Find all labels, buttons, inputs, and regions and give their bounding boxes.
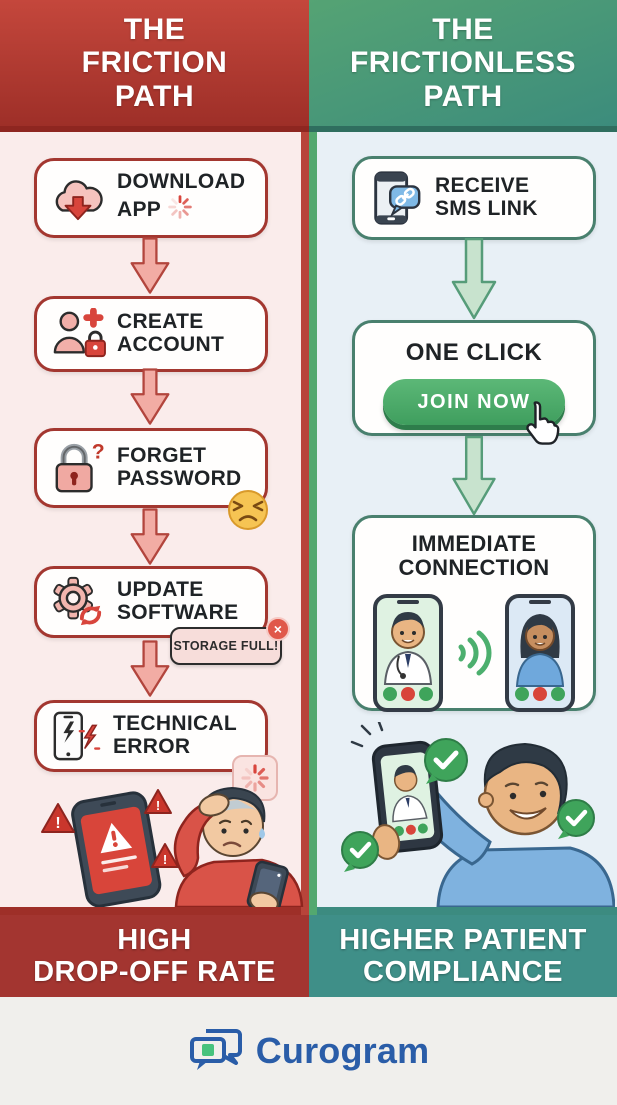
doctor-avatar [383, 612, 433, 702]
desk-edge-left [0, 907, 301, 915]
warning-triangle-icon: ! [144, 789, 172, 814]
step-label: DOWNLOAD APP [117, 169, 246, 226]
lock-question-icon: ? [49, 441, 107, 495]
down-arrow-red [130, 640, 170, 697]
friction-header-line1: THE [123, 12, 186, 46]
friction-header-line2: FRICTION [81, 46, 228, 80]
step-label-line1: DOWNLOAD [117, 169, 246, 193]
phone-error-icon [49, 710, 103, 762]
phone-sms-link-icon [367, 169, 425, 227]
warning-triangle-icon: ! [151, 843, 179, 868]
user-plus-lock-icon [49, 308, 107, 360]
step-label-line2: PASSWORD [117, 467, 242, 490]
down-arrow-red [130, 368, 170, 425]
check-bubble-icon [557, 799, 595, 839]
down-arrow-red [130, 508, 170, 565]
step-label-line2: ERROR [113, 735, 191, 758]
step-label: FORGET PASSWORD [117, 444, 242, 490]
frictionless-path-header: THE FRICTIONLESS PATH [309, 0, 617, 132]
video-call-phones [373, 594, 575, 713]
column-divider-red [301, 0, 309, 915]
doctor-phone [373, 594, 443, 713]
question-mark-glyph: ? [92, 441, 105, 463]
curogram-logo-icon [188, 1025, 244, 1078]
frictionless-header-line1: THE [432, 12, 494, 46]
frictionless-header-line2: FRICTIONLESS [349, 46, 576, 80]
step-label-line2: SMS LINK [435, 197, 538, 220]
dropoff-line2: DROP-OFF RATE [33, 956, 276, 988]
step-card-forget-password: ? FORGET PASSWORD [34, 428, 268, 508]
connection-title-line2: CONNECTION [398, 555, 550, 581]
svg-text:!: ! [156, 798, 160, 813]
friction-path-header: THE FRICTION PATH [0, 0, 309, 132]
step-card-one-click: ONE CLICK JOIN NOW [352, 320, 596, 445]
step-label-line1: RECEIVE [435, 174, 530, 198]
compliance-line2: COMPLIANCE [363, 956, 563, 988]
check-bubble-icon [341, 831, 379, 872]
column-divider-green [309, 0, 317, 915]
step-label-line1: TECHNICAL [113, 712, 238, 736]
step-card-create-account: CREATE ACCOUNT [34, 296, 268, 372]
frustrated-emoji-icon [226, 488, 270, 537]
compliance-line1: HIGHER PATIENT [339, 923, 587, 956]
connection-title-line1: IMMEDIATE [411, 531, 537, 556]
higher-compliance-banner: HIGHER PATIENT COMPLIANCE [309, 915, 617, 997]
step-card-download-app: DOWNLOAD APP [34, 158, 268, 238]
step-label: CREATE ACCOUNT [117, 310, 225, 356]
signal-waves-icon [458, 630, 492, 676]
step-label-line1: FORGET [117, 444, 207, 468]
storage-full-toast: STORAGE FULL! × [170, 617, 290, 665]
down-arrow-red [130, 237, 170, 294]
step-label-line2: APP [117, 197, 162, 221]
hand-cursor-icon [521, 400, 563, 451]
loading-spinner-icon [167, 194, 193, 226]
svg-text:!: ! [55, 815, 60, 832]
close-icon: × [266, 617, 290, 641]
step-label-line1: CREATE [117, 310, 204, 334]
step-label-line2: ACCOUNT [117, 333, 225, 356]
step-card-receive-sms: RECEIVE SMS LINK [352, 156, 596, 240]
down-arrow-green [452, 436, 496, 516]
step-card-immediate-connection: IMMEDIATE CONNECTION [352, 515, 596, 713]
svg-text:!: ! [163, 852, 167, 867]
step-card-technical-error: TECHNICAL ERROR [34, 700, 268, 772]
step-label: RECEIVE SMS LINK [435, 174, 538, 220]
high-dropoff-banner: HIGH DROP-OFF RATE [0, 915, 309, 997]
gear-refresh-icon [49, 575, 107, 629]
friction-header-line3: PATH [114, 79, 195, 113]
footer: Curogram [0, 997, 617, 1105]
loading-spinner-badge [232, 755, 278, 801]
warning-triangle-icon: ! [41, 803, 75, 833]
step-label: UPDATE SOFTWARE [117, 578, 239, 624]
dropoff-line1: HIGH [117, 923, 192, 956]
storage-full-label: STORAGE FULL! [173, 639, 279, 653]
brand-name: Curogram [255, 1030, 430, 1071]
connection-title: IMMEDIATE CONNECTION [398, 531, 550, 581]
down-arrow-green [451, 238, 497, 320]
check-bubble-icon [424, 738, 468, 784]
patient-phone [505, 594, 575, 713]
step-label-line1: UPDATE [117, 578, 204, 602]
desk-edge-right [317, 907, 617, 915]
one-click-title: ONE CLICK [405, 339, 543, 366]
happy-patient-illustration [341, 722, 615, 907]
patient-avatar [515, 614, 565, 702]
step-label-line2: SOFTWARE [117, 601, 239, 624]
step-label: TECHNICAL ERROR [113, 712, 238, 758]
cloud-download-icon [49, 174, 107, 222]
step-card-update-software: UPDATE SOFTWARE [34, 566, 268, 638]
frictionless-header-line3: PATH [423, 79, 503, 113]
frustrated-user-illustration: ! ! ! [41, 786, 304, 907]
